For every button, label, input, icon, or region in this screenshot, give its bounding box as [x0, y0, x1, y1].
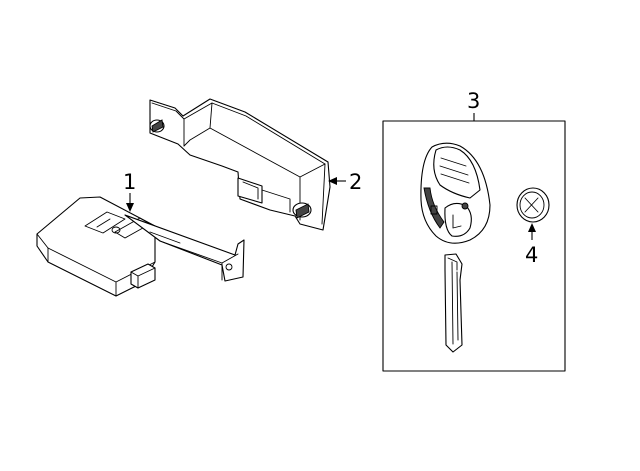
part-4-battery-icon[interactable] — [516, 187, 550, 223]
part-1-module-icon[interactable] — [36, 196, 245, 297]
part-2-right-bolt-icon — [292, 202, 312, 219]
callout-1-leader — [126, 193, 134, 212]
callout-3-label: 3 — [467, 89, 480, 113]
key-fob-icon — [420, 142, 491, 244]
key-blade-icon — [444, 253, 463, 353]
part-2-left-bolt-icon — [149, 119, 165, 133]
part-3-kit-box[interactable] — [382, 113, 566, 372]
callout-4-leader — [528, 223, 536, 240]
part-2-bracket-icon[interactable] — [149, 98, 331, 231]
callout-2-leader — [328, 177, 346, 185]
callout-4-label: 4 — [525, 243, 538, 267]
callout-1-label: 1 — [123, 170, 136, 194]
callout-2-label: 2 — [349, 170, 362, 194]
